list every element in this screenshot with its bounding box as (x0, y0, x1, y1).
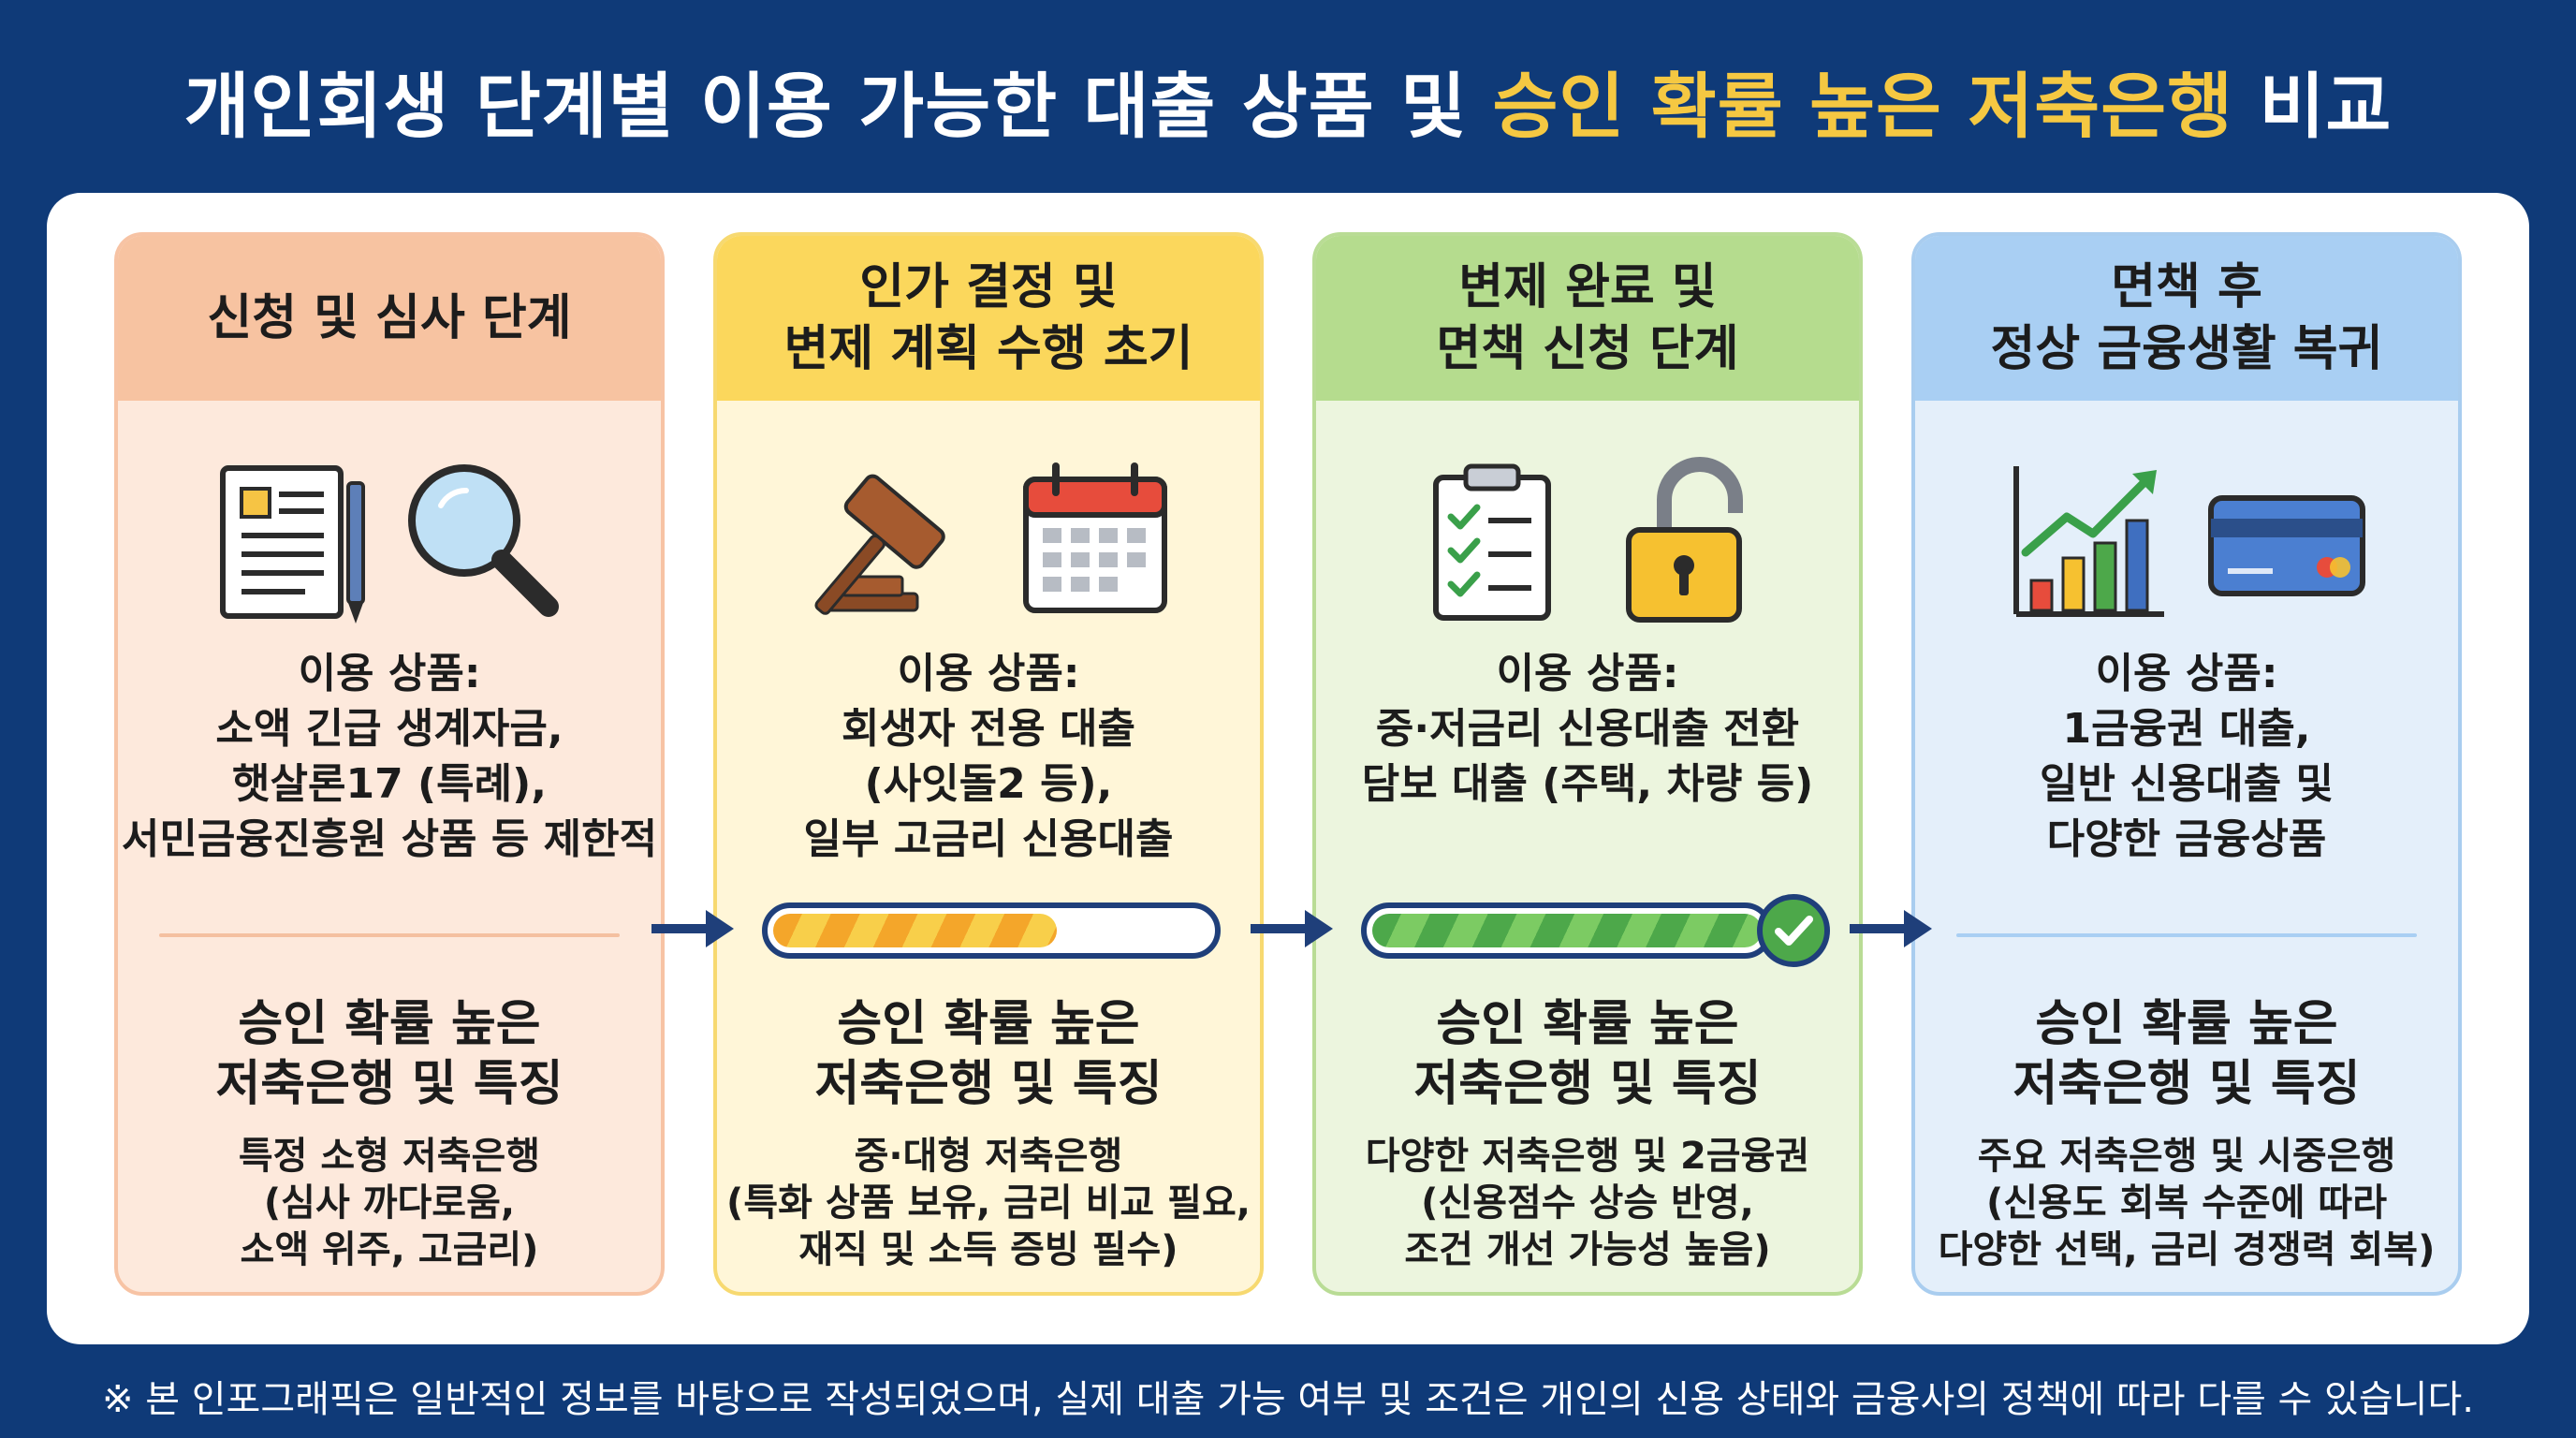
progress-fill (1372, 914, 1762, 947)
stage-icons (118, 440, 661, 646)
arrow-right-icon (651, 910, 734, 947)
stage-divider (159, 933, 620, 937)
usage-label: 이용 상품: (298, 650, 481, 697)
approval-title: 승인 확률 높은 저축은행 및 특징 (1413, 996, 1762, 1112)
stage-divider (1956, 933, 2417, 937)
usage-items: 회생자 전용 대출 (사잇돌2 등), 일부 고금리 신용대출 (803, 705, 1174, 863)
approval-description: 중·대형 저축은행 (특화 상품 보유, 금리 비교 필요, 재직 및 소득 증… (726, 1135, 1251, 1271)
growth-chart-icon (2013, 466, 2164, 617)
usage-items: 중·저금리 신용대출 전환 담보 대출 (주택, 차량 등) (1361, 705, 1814, 808)
title-part1: 개인회생 단계별 이용 가능한 대출 상품 및 (183, 65, 1493, 148)
stage-header: 면책 후 정상 금융생활 복귀 (1915, 236, 2458, 401)
stage-usage: 이용 상품: 회생자 전용 대출 (사잇돌2 등), 일부 고금리 신용대출 (717, 646, 1260, 867)
unlock-icon (1626, 457, 1743, 623)
checklist-icon (1433, 463, 1551, 621)
stage-header: 변제 완료 및 면책 신청 단계 (1316, 236, 1859, 401)
check-circle-icon (1757, 894, 1830, 967)
stage-usage: 이용 상품: 중·저금리 신용대출 전환 담보 대출 (주택, 차량 등) (1316, 646, 1859, 812)
arrow-right-icon (1251, 910, 1333, 947)
stage-card-application: 신청 및 심사 단계 이용 상품: 소액 긴급 생계자금 (114, 232, 665, 1296)
approval-title: 승인 확률 높은 저축은행 및 특징 (215, 996, 564, 1112)
usage-label: 이용 상품: (897, 650, 1080, 697)
document-icon (220, 465, 365, 624)
stage-header: 인가 결정 및 변제 계획 수행 초기 (717, 236, 1260, 401)
approval-title: 승인 확률 높은 저축은행 및 특징 (814, 996, 1163, 1112)
disclaimer-footer: ※ 본 인포그래픽은 일반적인 정보를 바탕으로 작성되었으며, 실제 대출 가… (102, 1378, 2474, 1421)
usage-items: 소액 긴급 생계자금, 햇살론17 (특례), 서민금융진흥원 상품 등 제한적 (121, 705, 658, 863)
stage-icons (717, 440, 1260, 646)
gavel-icon (814, 474, 945, 615)
approval-description: 다양한 저축은행 및 2금융권 (신용점수 상승 반영, 조건 개선 가능성 높… (1365, 1135, 1810, 1271)
approval-description: 특정 소형 저축은행 (심사 까다로움, 소액 위주, 고금리) (238, 1135, 541, 1271)
progress-fill (773, 914, 1057, 947)
arrow-right-icon (1850, 910, 1932, 947)
credit-card-icon (2208, 495, 2365, 596)
title-highlight: 승인 확률 높은 저축은행 (1492, 65, 2234, 148)
progress-bar (762, 902, 1221, 959)
stage-icons (1915, 440, 2458, 646)
stage-card-repayment-complete: 변제 완료 및 면책 신청 단계 이용 상품: 중·저금리 신용대출 전환 (1312, 232, 1863, 1296)
stage-icons (1316, 440, 1859, 646)
usage-items: 1금융권 대출, 일반 신용대출 및 다양한 금융상품 (2040, 705, 2334, 863)
progress-bar (1361, 902, 1773, 959)
magnifier-icon (408, 464, 559, 617)
stage-usage: 이용 상품: 소액 긴급 생계자금, 햇살론17 (특례), 서민금융진흥원 상… (118, 646, 661, 867)
usage-label: 이용 상품: (1496, 650, 1679, 697)
approval-title: 승인 확률 높은 저축은행 및 특징 (2012, 996, 2361, 1112)
stage-header: 신청 및 심사 단계 (118, 236, 661, 401)
approval-description: 주요 저축은행 및 시중은행 (신용도 회복 수준에 따라 다양한 선택, 금리… (1938, 1135, 2436, 1271)
page-title: 개인회생 단계별 이용 가능한 대출 상품 및 승인 확률 높은 저축은행 비교 (0, 49, 2576, 152)
stage-card-approval-early: 인가 결정 및 변제 계획 수행 초기 (713, 232, 1264, 1296)
calendar-icon (1023, 462, 1167, 613)
usage-label: 이용 상품: (2095, 650, 2278, 697)
stage-usage: 이용 상품: 1금융권 대출, 일반 신용대출 및 다양한 금융상품 (1915, 646, 2458, 867)
title-part2: 비교 (2233, 65, 2393, 148)
stage-card-normal-finance: 면책 후 정상 금융생활 복귀 이용 상품: 1금융권 (1911, 232, 2462, 1296)
